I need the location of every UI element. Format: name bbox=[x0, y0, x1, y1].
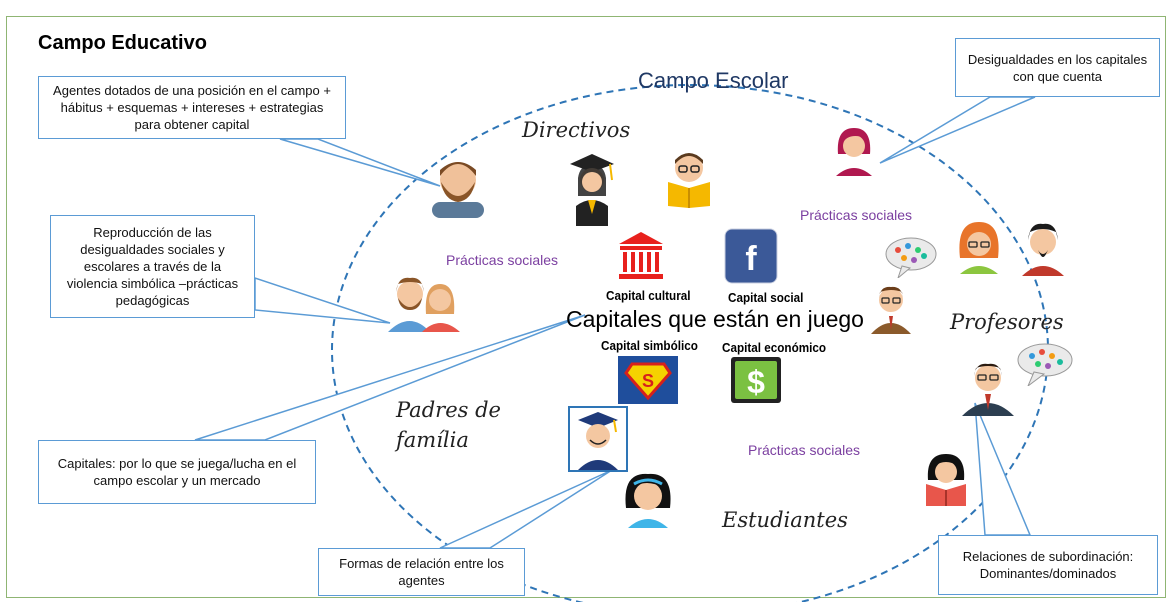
girl-avatar-icon bbox=[625, 473, 671, 528]
bank-icon bbox=[619, 232, 663, 279]
callout-relaciones: Relaciones de subordinación: Dominantes/… bbox=[938, 535, 1158, 595]
pointer-reproduccion bbox=[254, 276, 391, 324]
capital-social-label: Capital social bbox=[728, 290, 804, 305]
couple-avatar-icon bbox=[388, 277, 460, 332]
callout-reproduccion: Reproducción de las desigualdades social… bbox=[50, 215, 255, 318]
group-label-profesores: Profesores bbox=[950, 310, 1064, 334]
pointer-capitales bbox=[194, 314, 586, 441]
pointer-formas bbox=[439, 469, 613, 549]
callout-agentes: Agentes dotados de una posición en el ca… bbox=[38, 76, 346, 139]
practice-label-top-right: Prácticas sociales bbox=[800, 207, 913, 223]
capital-economico-label: Capital económico bbox=[722, 340, 827, 355]
pointer-agentes bbox=[279, 138, 441, 187]
svg-text:f: f bbox=[745, 240, 757, 278]
reading-boy-avatar-icon bbox=[668, 153, 710, 208]
reading-girl-avatar-icon bbox=[926, 454, 966, 506]
facebook-icon: f bbox=[724, 228, 778, 284]
speech-bubble-icon bbox=[885, 237, 937, 278]
svg-text:$: $ bbox=[747, 364, 765, 400]
center-label: Capitales que están en juego bbox=[566, 306, 864, 332]
businessman-avatar-icon bbox=[962, 363, 1014, 416]
group-label-estudiantes: Estudiantes bbox=[722, 508, 848, 532]
man-goatee-avatar-icon bbox=[1022, 223, 1064, 276]
bearded-man-avatar-icon bbox=[432, 162, 484, 218]
callout-capitales: Capitales: por lo que se juega/lucha en … bbox=[38, 440, 316, 504]
main-title: Campo Educativo bbox=[38, 32, 207, 54]
callout-formas: Formas de relación entre los agentes bbox=[318, 548, 525, 596]
practice-label-bottom: Prácticas sociales bbox=[748, 442, 861, 458]
capital-cultural-label: Capital cultural bbox=[606, 288, 691, 303]
group-label-padres-1: Padres de bbox=[396, 398, 501, 422]
outer-frame bbox=[6, 16, 1166, 598]
group-label-directivos: Directivos bbox=[522, 118, 631, 142]
capital-simbolico-label: Capital simbólico bbox=[601, 338, 698, 353]
callout-desigualdades: Desigualdades en los capitales con que c… bbox=[955, 38, 1160, 97]
practice-label-left: Prácticas sociales bbox=[446, 252, 559, 268]
pointer-desigualdades bbox=[879, 96, 1036, 164]
dollar-icon: $ bbox=[731, 357, 781, 403]
graduate-avatar-icon bbox=[570, 154, 614, 226]
group-label-padres-2: família bbox=[396, 428, 469, 452]
field-title: Campo Escolar bbox=[638, 68, 789, 93]
man-suit-avatar-icon bbox=[871, 286, 911, 334]
pointer-relaciones bbox=[974, 402, 1032, 536]
graduate-boy-avatar-icon bbox=[568, 406, 628, 472]
speech-bubble-2-icon bbox=[1017, 343, 1073, 386]
svg-text:S: S bbox=[642, 371, 654, 391]
superman-shield-icon: S bbox=[618, 356, 678, 404]
woman-red-hair-avatar-icon bbox=[836, 128, 872, 176]
woman-glasses-avatar-icon bbox=[959, 222, 999, 274]
